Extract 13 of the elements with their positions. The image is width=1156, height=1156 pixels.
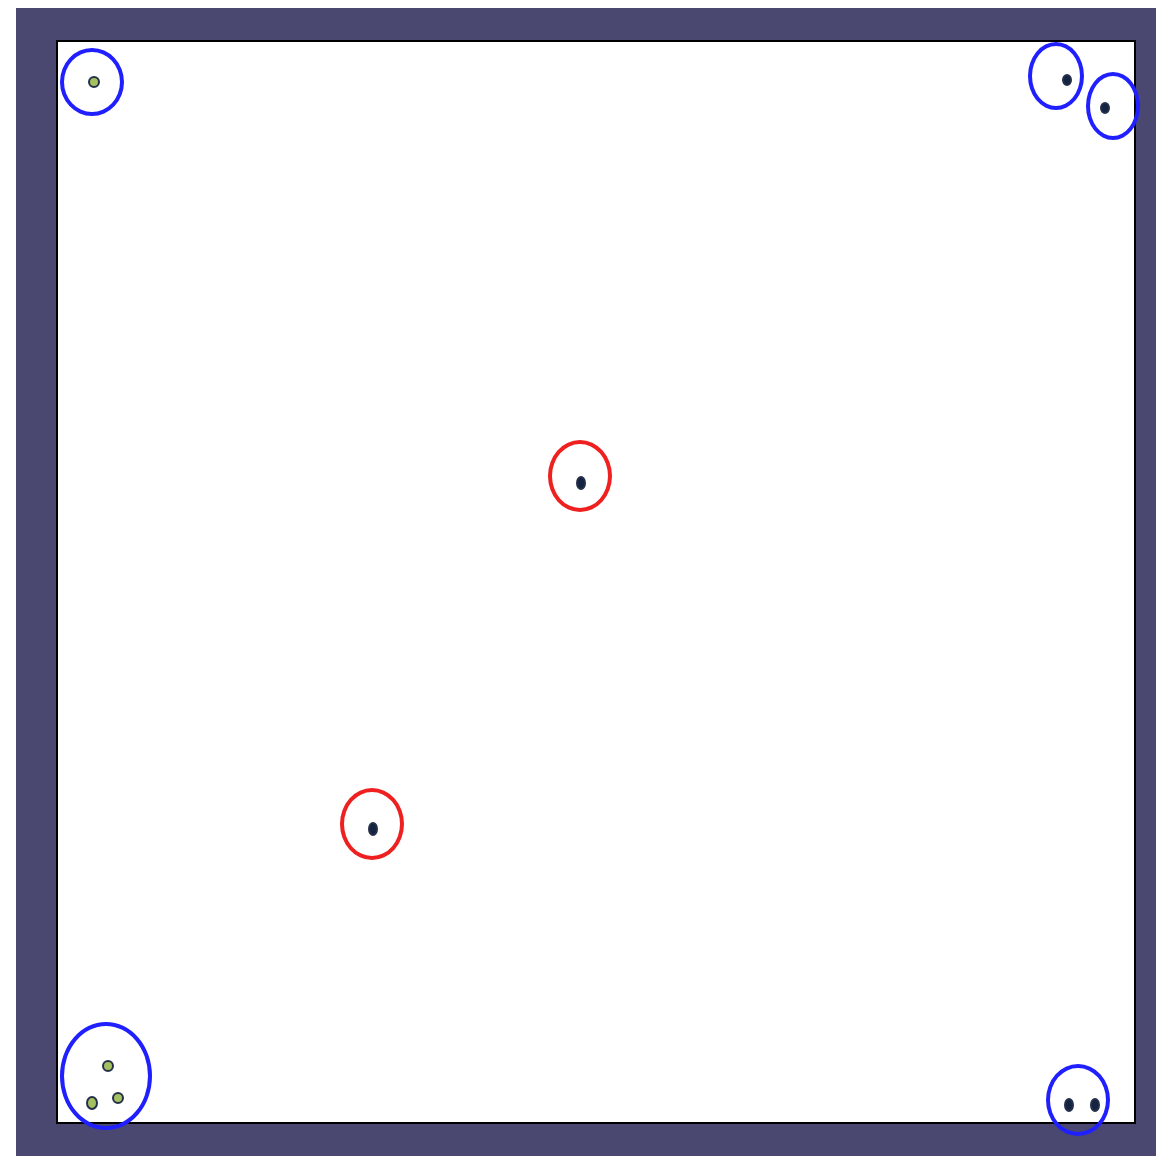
ellipse-ring: [1028, 42, 1084, 110]
ellipse-ring: [1085, 72, 1139, 140]
ellipse-ring: [548, 440, 612, 512]
dot: [575, 475, 585, 489]
dot: [367, 821, 377, 835]
ellipse-ring: [60, 48, 124, 116]
dot: [1089, 1097, 1099, 1111]
dot: [1063, 1097, 1073, 1111]
ellipse-ring: [340, 788, 404, 860]
ellipse-ring: [1046, 1064, 1110, 1136]
dot: [1099, 102, 1109, 114]
ellipse-ring: [60, 1022, 152, 1130]
dot: [1061, 74, 1071, 86]
